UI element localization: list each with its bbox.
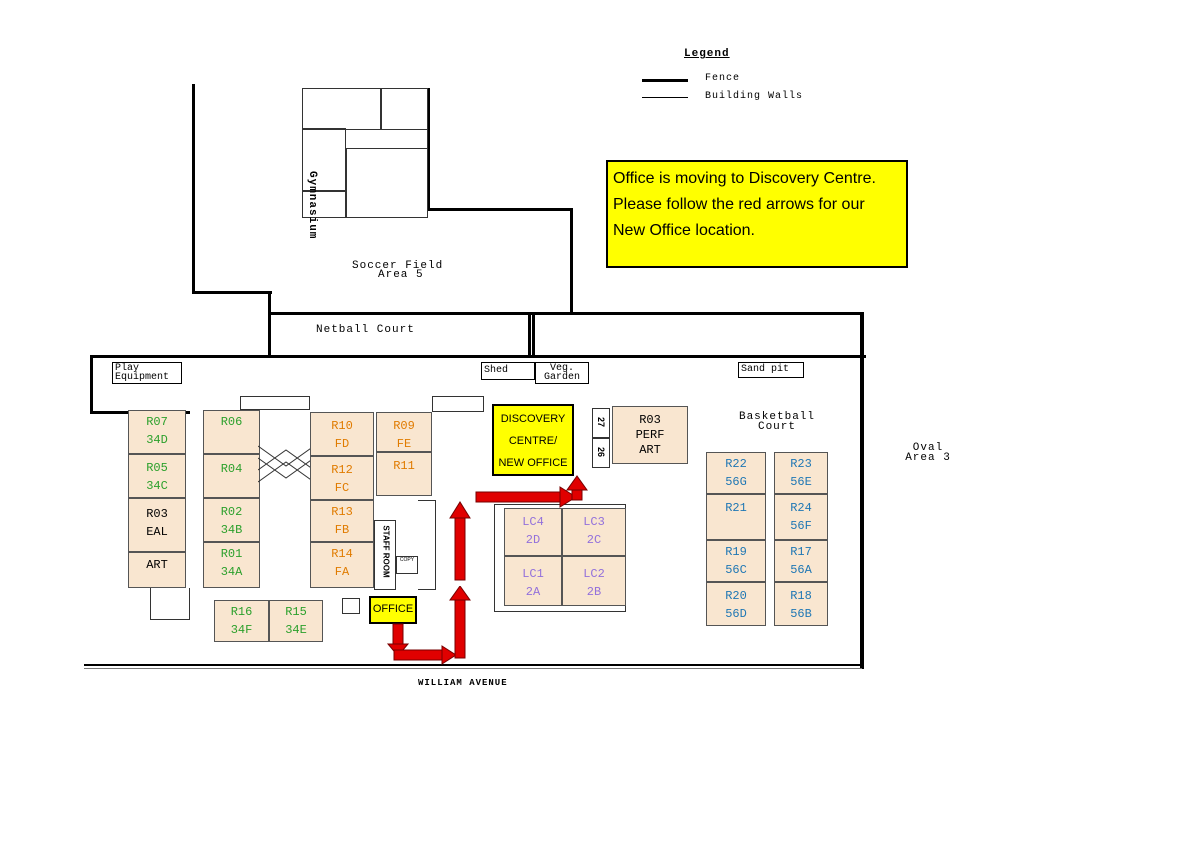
arrow-up-lower bbox=[454, 597, 466, 659]
legend-title: Legend bbox=[684, 48, 730, 60]
arrow-up-lower-head bbox=[449, 585, 471, 601]
office-location[interactable]: OFFICE bbox=[369, 596, 417, 624]
soccer-field-label-2: Area 5 bbox=[378, 269, 424, 281]
play-equipment-tag: Play Equipment bbox=[112, 362, 182, 384]
r03-wing-walls bbox=[150, 588, 190, 620]
staff-room[interactable]: STAFF ROOM bbox=[374, 520, 396, 590]
basketball-court-label: Basketball Court bbox=[738, 411, 815, 433]
legend-wall-line bbox=[642, 97, 688, 98]
room-27[interactable]: 27 bbox=[592, 408, 610, 438]
room-26[interactable]: 26 bbox=[592, 438, 610, 468]
legend-wall-label: Building Walls bbox=[705, 91, 804, 102]
legend-fence-label: Fence bbox=[705, 73, 741, 84]
copy-room-label: COPY bbox=[399, 557, 415, 563]
arrow-office-down bbox=[392, 623, 404, 647]
route-arrows bbox=[386, 475, 588, 665]
room-r03-perf-art[interactable]: R03 PERF ART bbox=[612, 406, 688, 464]
discovery-centre[interactable]: DISCOVERY CENTRE/ NEW OFFICE bbox=[492, 404, 574, 476]
office-move-notice: Office is moving to Discovery Centre. Pl… bbox=[606, 160, 908, 268]
covered-walkway-hatch bbox=[258, 445, 314, 483]
arrow-top-right bbox=[475, 491, 563, 503]
notice-line-3: New Office location. bbox=[613, 222, 755, 239]
soccer-field-label-1: Soccer Field bbox=[352, 260, 444, 272]
sand-pit-tag: Sand pit bbox=[738, 362, 804, 378]
staff-corridor bbox=[418, 500, 436, 590]
gymnasium-label: Gymnasium bbox=[306, 171, 318, 240]
arrow-to-discovery-head bbox=[566, 475, 588, 491]
room-art[interactable]: ART bbox=[128, 552, 186, 588]
arrow-up-upper-head bbox=[449, 501, 471, 519]
r09-roof bbox=[432, 396, 484, 412]
room-r11[interactable]: R11 bbox=[376, 452, 432, 496]
r15-annex bbox=[342, 598, 360, 614]
arrow-bottom-right bbox=[393, 649, 445, 661]
notice-line-2: Please follow the red arrows for our bbox=[613, 196, 865, 213]
street-label: WILLIAM AVENUE bbox=[418, 678, 508, 688]
room-r21[interactable]: R21 bbox=[706, 494, 766, 540]
copy-room[interactable]: COPY bbox=[396, 556, 418, 574]
r06-roof bbox=[240, 396, 310, 410]
room-r06[interactable]: R06 bbox=[203, 410, 260, 454]
veg-garden-tag: Veg. Garden bbox=[535, 362, 589, 384]
arrow-bottom-right-head bbox=[441, 645, 457, 665]
notice-line-1: Office is moving to Discovery Centre. bbox=[613, 170, 876, 187]
oval-label: Oval Area 3 bbox=[905, 442, 951, 464]
arrow-top-right-head bbox=[559, 486, 577, 508]
arrow-up-upper bbox=[454, 517, 466, 581]
room-r04[interactable]: R04 bbox=[203, 454, 260, 498]
shed-tag: Shed bbox=[481, 362, 535, 380]
netball-court-label: Netball Court bbox=[316, 324, 415, 336]
legend-fence-line bbox=[642, 79, 688, 82]
